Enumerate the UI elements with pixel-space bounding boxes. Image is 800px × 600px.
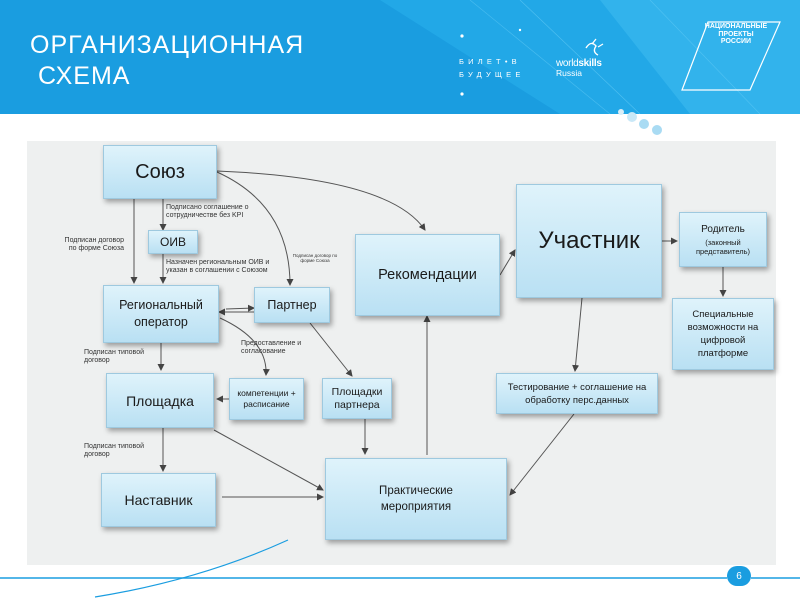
label-dogovor-small: Подписан договор по форме Союза — [292, 253, 338, 263]
label-tipovoy-1: Подписан типовой договор — [84, 349, 145, 364]
node-regional-operator: Региональный оператор — [103, 285, 219, 343]
node-oiv: ОИВ — [148, 230, 198, 254]
node-ploshadka: Площадка — [106, 373, 214, 428]
node-rekomendacii: Рекомендации — [355, 234, 500, 316]
label-tipovoy-2: Подписан типовой договор — [84, 443, 145, 458]
node-special-features: Специальные возможности на цифровой плат… — [672, 298, 774, 370]
label-dogovor-soyuza: Подписан договор по форме Союза — [64, 237, 124, 252]
node-roditel-title: Родитель — [701, 223, 745, 235]
national-projects-logo: НАЦИОНАЛЬНЫЕ ПРОЕКТЫ РОССИИ — [704, 23, 768, 45]
label-soglashenie: Подписано соглашение о сотрудничестве бе… — [166, 204, 249, 219]
node-testirovanie: Тестирование + соглашение на обработку п… — [496, 373, 658, 414]
bilet-v-budushchee-logo: БИЛЕТ•В БУДУЩЕЕ — [459, 57, 525, 79]
node-soyuz: Союз — [103, 145, 217, 199]
header-decoration — [380, 0, 800, 114]
label-predostavlenie: Предоставление и согласование — [241, 340, 302, 355]
node-prakticheskie: Практические мероприятия — [325, 458, 507, 540]
label-naznachen: Назначен региональным ОИВ и указан в сог… — [166, 259, 270, 274]
decorative-swoosh — [94, 539, 289, 598]
node-ploshadki-partnera: Площадки партнера — [322, 378, 392, 419]
page-number: 6 — [727, 566, 751, 586]
node-partner: Партнер — [254, 287, 330, 323]
node-roditel-subtitle: (законный представитель) — [695, 237, 751, 256]
node-uchastnik: Участник — [516, 184, 662, 298]
node-kompetencii: компетенции + расписание — [229, 378, 304, 420]
worldskills-logo: worldskills Russia — [556, 58, 602, 78]
header-banner: ОРГАНИЗАЦИОННАЯ СХЕМА БИЛЕТ•В БУДУЩЕЕ wo… — [0, 0, 800, 114]
footer-line — [0, 577, 800, 579]
node-roditel: Родитель (законный представитель) — [679, 212, 767, 267]
node-nastavnik: Наставник — [101, 473, 216, 527]
page-title: ОРГАНИЗАЦИОННАЯ СХЕМА — [30, 31, 305, 90]
